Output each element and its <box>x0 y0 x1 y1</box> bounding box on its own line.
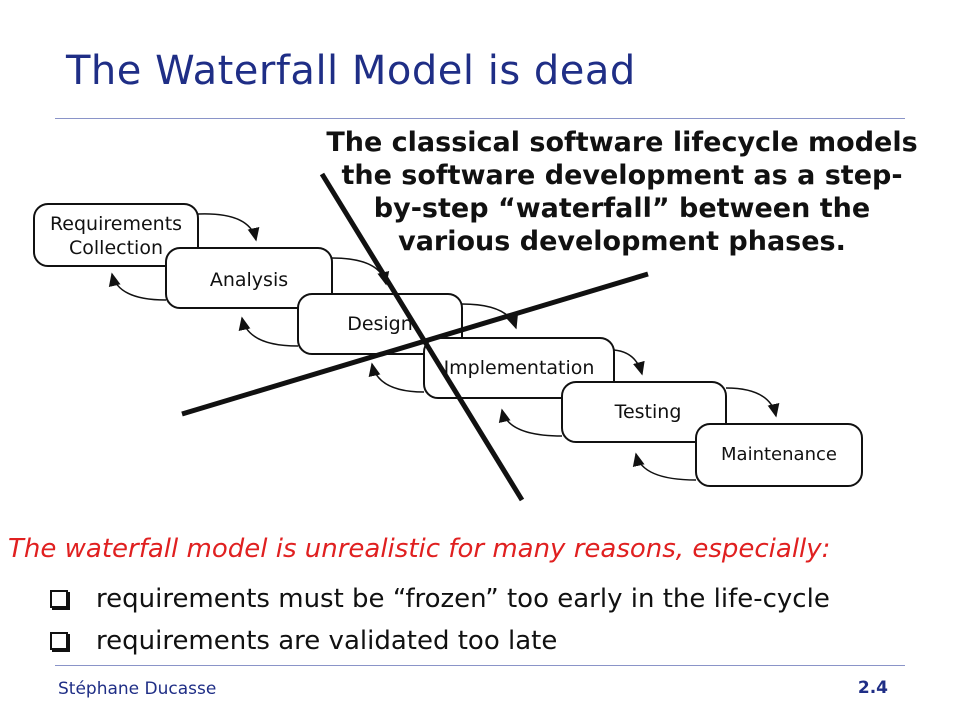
phase-box-implementation: Implementation <box>423 337 615 399</box>
cross-out-line <box>319 172 525 502</box>
footer-author: Stéphane Ducasse <box>58 679 217 699</box>
feedback-arrow <box>108 272 167 301</box>
phase-label: Analysis <box>210 269 288 291</box>
intro-line: the software development as a step- <box>341 160 903 191</box>
forward-arrow <box>461 303 518 330</box>
forward-arrow <box>725 387 780 418</box>
phase-label: Implementation <box>444 357 595 379</box>
top-divider <box>55 118 905 119</box>
bullet-list: requirements must be “frozen” too early … <box>50 578 830 662</box>
phase-label: Maintenance <box>721 444 837 465</box>
checkbox-bullet-icon <box>50 632 68 650</box>
phase-label: Testing <box>614 401 682 423</box>
phase-box-testing: Testing <box>561 381 727 443</box>
phase-label: Design <box>347 313 413 335</box>
forward-arrow <box>197 213 260 242</box>
feedback-arrow <box>498 408 563 437</box>
footer-page-number: 2.4 <box>857 678 888 698</box>
bullet-item: requirements must be “frozen” too early … <box>50 578 830 620</box>
phase-box-analysis: Analysis <box>165 247 333 309</box>
feedback-arrow <box>238 316 299 347</box>
feedback-arrow <box>368 362 425 393</box>
slide-title: The Waterfall Model is dead <box>66 48 636 94</box>
bullet-text: requirements must be “frozen” too early … <box>96 584 830 614</box>
intro-text: The classical software lifecycle models … <box>322 126 922 258</box>
bullet-item: requirements are validated too late <box>50 620 830 662</box>
bullet-text: requirements are validated too late <box>96 626 558 656</box>
forward-arrow <box>613 349 645 376</box>
phase-box-maintenance: Maintenance <box>695 423 863 487</box>
checkbox-bullet-icon <box>50 590 68 608</box>
conclusion-text: The waterfall model is unrealistic for m… <box>8 534 831 564</box>
feedback-arrow <box>632 452 697 481</box>
intro-line: The classical software lifecycle models <box>326 127 918 158</box>
intro-line: by-step “waterfall” between the <box>373 193 871 224</box>
cross-out-line <box>181 271 649 417</box>
intro-line: various development phases. <box>398 226 846 257</box>
bottom-divider <box>55 665 905 666</box>
